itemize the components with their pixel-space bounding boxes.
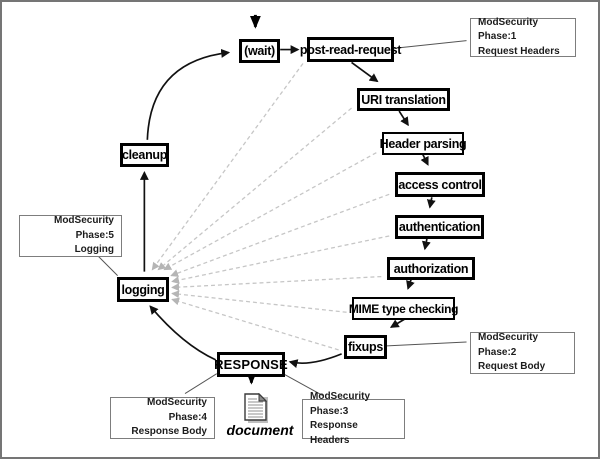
node-logging-label: logging: [121, 282, 165, 297]
phase3-subtitle: Response Headers: [310, 420, 358, 446]
arrow-authentication-to-authorization: [421, 238, 431, 251]
document-icon-text-lines: [248, 398, 263, 418]
arrow-response-to-logging: [149, 305, 217, 361]
node-mime-type-checking: MIME type checking: [348, 297, 459, 320]
document-icon-fold: [258, 393, 268, 402]
annotation-modsecurity-phase4: ModSecurity Phase:4 Response Body: [110, 397, 215, 439]
node-wait: (wait): [239, 39, 280, 63]
phase4-title: ModSecurity Phase:4: [146, 397, 207, 423]
annotation-modsecurity-phase3: ModSecurity Phase:3 Response Headers: [302, 391, 405, 446]
connector-phase2: [384, 341, 467, 347]
node-mime-type-checking-label: MIME type checking: [348, 301, 459, 316]
node-fixups-label: fixups: [347, 340, 383, 354]
node-cleanup: cleanup: [120, 143, 169, 167]
phase3-title: ModSecurity Phase:3: [310, 391, 371, 417]
dashed-link-header-to-logging: [163, 152, 377, 271]
node-authorization: authorization: [387, 257, 475, 280]
dashed-link-fixups-to-logging: [171, 297, 339, 351]
arrow-post-read-to-uri: [351, 61, 379, 83]
connector-phase5: [96, 254, 118, 276]
annotation-modsecurity-phase2: ModSecurity Phase:2 Request Body: [470, 332, 575, 374]
node-wait-label: (wait): [244, 44, 275, 58]
arrow-cleanup-to-wait: [146, 48, 231, 140]
arrow-uri-to-header: [398, 110, 409, 127]
arrow-access-to-authentication: [426, 197, 436, 209]
phase2-title: ModSecurity Phase:2: [478, 332, 539, 358]
dashed-logging-links: [151, 63, 390, 351]
dashed-link-access-to-logging: [170, 193, 390, 277]
node-fixups: fixups: [344, 335, 387, 359]
node-uri-translation: URI translation: [357, 88, 450, 111]
node-authorization-label: authorization: [393, 261, 469, 276]
phase5-subtitle: Logging: [74, 244, 114, 256]
document-icon: [244, 393, 268, 423]
annotation-modsecurity-phase5: ModSecurity Phase:5 Logging: [19, 215, 122, 257]
phase1-subtitle: Request Headers: [478, 45, 560, 57]
phase4-subtitle: Response Body: [131, 426, 207, 438]
node-access-control-label: access control: [398, 177, 482, 192]
annotation-modsecurity-phase1: ModSecurity Phase:1 Request Headers: [470, 16, 576, 57]
arrow-header-to-access: [420, 154, 429, 166]
node-uri-translation-label: URI translation: [361, 92, 446, 107]
node-cleanup-label: cleanup: [121, 148, 168, 162]
phase1-title: ModSecurity Phase:1: [478, 16, 539, 43]
phase5-title: ModSecurity Phase:5: [53, 215, 114, 241]
node-header-parsing: Header parsing: [379, 132, 467, 155]
connector-phase1: [391, 40, 467, 50]
node-post-read-request-label: post-read-request: [299, 42, 402, 57]
connector-phase3: [282, 373, 324, 396]
dashed-link-post-read-to-logging: [151, 63, 304, 271]
dashed-link-authz-to-logging: [171, 275, 382, 292]
dashed-link-mime-to-logging: [171, 290, 347, 313]
arrow-authorization-to-mime: [406, 279, 415, 290]
annotation-connectors: [96, 40, 467, 396]
node-authentication: authentication: [395, 215, 484, 239]
dashed-link-uri-to-logging: [157, 107, 352, 271]
node-authentication-label: authentication: [398, 220, 481, 234]
document-label: document: [226, 422, 294, 438]
phase2-subtitle: Request Body: [478, 361, 546, 373]
node-logging: logging: [117, 277, 169, 302]
node-post-read-request: post-read-request: [300, 37, 401, 62]
flow-arrows: [139, 45, 436, 368]
node-response: RESPONSE: [214, 352, 288, 377]
connector-phase4: [184, 373, 217, 394]
bold-arrows: [245, 14, 261, 385]
node-response-label: RESPONSE: [214, 357, 288, 372]
node-access-control: access control: [395, 172, 485, 197]
arrow-fixups-to-response: [288, 353, 342, 368]
dashed-link-auth-to-logging: [171, 235, 390, 284]
node-header-parsing-label: Header parsing: [379, 136, 467, 151]
